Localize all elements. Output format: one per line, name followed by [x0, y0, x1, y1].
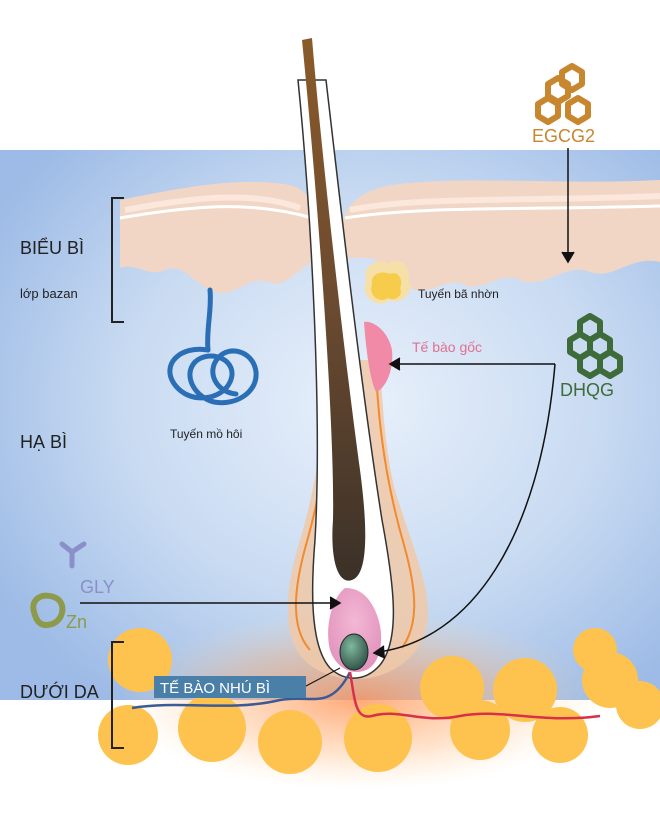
- sebaceous-gland-label: Tuyến bã nhờn: [418, 287, 499, 301]
- gly-label: GLY: [80, 577, 115, 597]
- sweat-gland: [167, 287, 259, 406]
- stem-cell-label: Tế bào gốc: [412, 339, 482, 355]
- epidermis-bracket: [111, 197, 124, 323]
- dermal-papilla: [339, 633, 369, 671]
- arrow-dhqg-papilla: [377, 363, 556, 653]
- dermis-label: HẠ BÌ: [20, 432, 67, 452]
- sweat-gland-label: Tuyến mồ hôi: [170, 427, 242, 441]
- arrow-egcg2-head: [561, 251, 575, 264]
- dhqg-label: DHQG: [560, 380, 614, 400]
- arrow-dhqg-stemcell-head: [388, 357, 401, 371]
- inner-sheath-right: [375, 364, 416, 649]
- blood-vessel-vein: [131, 671, 352, 710]
- sebaceous-gland: [364, 261, 411, 304]
- gly-molecule-icon: [59, 541, 87, 569]
- zn-label: Zn: [66, 612, 87, 632]
- basal-layer-label: lớp bazan: [20, 286, 78, 301]
- epidermis-label: BIỂU BÌ: [20, 237, 84, 258]
- egcg2-label: EGCG2: [532, 126, 595, 146]
- blood-vessel-artery: [348, 671, 601, 720]
- dermal-papilla-label-box: [154, 676, 306, 698]
- egcg2-molecule-icon: [535, 63, 591, 125]
- dhqg-molecule-icon: [567, 313, 623, 379]
- subcutis-label: DƯỚI DA: [20, 681, 99, 702]
- stem-cell: [364, 321, 393, 392]
- arrows: [80, 148, 575, 659]
- fat-cells: [98, 628, 660, 774]
- hair-shaft: [302, 38, 366, 581]
- dermal-papilla-label: TẾ BÀO NHÚ BÌ: [160, 680, 270, 697]
- arrow-dhqg-papilla-head: [372, 645, 386, 659]
- dermal-papilla-leader-line: [305, 667, 341, 687]
- epidermis-highlight: [124, 193, 660, 213]
- zn-molecule-icon: [30, 592, 66, 628]
- skin-surface-line: [119, 204, 660, 220]
- arrow-gly-zn-head: [329, 596, 342, 610]
- subcutis-bracket: [111, 641, 124, 749]
